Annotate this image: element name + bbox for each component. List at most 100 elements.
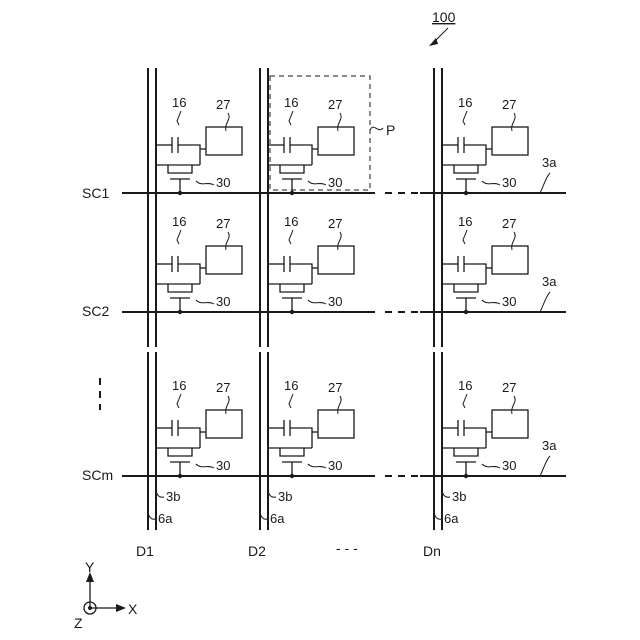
y-axis-label: Y xyxy=(85,559,95,575)
transistor-leader xyxy=(308,464,326,468)
transistor-leader xyxy=(482,300,500,304)
element-27-box xyxy=(492,410,528,438)
axis-indicator: Y X Z xyxy=(74,559,138,631)
element-leader xyxy=(338,113,341,131)
capacitor-right-lead xyxy=(290,145,312,165)
transistor-ref-label: 30 xyxy=(328,294,342,309)
transistor-ref-label: 30 xyxy=(216,458,230,473)
transistor-ref-label: 30 xyxy=(216,294,230,309)
signal-ref-leader-2 xyxy=(442,488,450,497)
element-27-box xyxy=(206,127,242,155)
capacitor-leader xyxy=(177,230,181,244)
element-27-box xyxy=(318,246,354,274)
capacitor-leader xyxy=(463,394,467,408)
capacitor-ref-label: 16 xyxy=(458,378,472,393)
transistor-ref-label: 30 xyxy=(502,458,516,473)
capacitor-ref-label: 16 xyxy=(172,95,186,110)
pixel-cell-0-1: 16 27 30 xyxy=(268,95,354,195)
column-gap-mark: - - - xyxy=(336,540,358,556)
scan-junction-dot xyxy=(464,191,468,195)
scan-junction-dot xyxy=(464,474,468,478)
transistor-ref-label: 30 xyxy=(216,175,230,190)
capacitor-right-lead xyxy=(178,428,200,448)
scan-ref-leader-0 xyxy=(540,173,550,193)
capacitor-ref-label: 16 xyxy=(284,214,298,229)
capacitor-leader xyxy=(463,111,467,125)
element-27-box xyxy=(492,246,528,274)
data-ref-label-2: 6a xyxy=(444,511,459,526)
z-axis-label: Z xyxy=(74,615,83,631)
transistor-ref-label: 30 xyxy=(328,175,342,190)
x-axis-label: X xyxy=(128,601,138,617)
element-leader xyxy=(226,232,229,250)
data-ref-label-0: 6a xyxy=(158,511,173,526)
element-leader xyxy=(512,113,515,131)
element-27-box xyxy=(492,127,528,155)
capacitor-right-lead xyxy=(464,428,486,448)
element-27-box xyxy=(206,410,242,438)
element-ref-label: 27 xyxy=(328,97,342,112)
scan-line-label-m: SCm xyxy=(82,467,113,483)
capacitor-right-lead xyxy=(178,264,200,284)
capacitor-leader xyxy=(177,111,181,125)
data-ref-leader-2 xyxy=(434,510,442,519)
element-leader xyxy=(226,113,229,131)
transistor-leader xyxy=(196,464,214,468)
element-leader xyxy=(338,396,341,414)
transistor-channel xyxy=(454,165,478,173)
scan-junction-dot xyxy=(290,474,294,478)
transistor-ref-label: 30 xyxy=(328,458,342,473)
element-ref-label: 27 xyxy=(502,216,516,231)
scan-ref-label-0: 3a xyxy=(542,155,557,170)
element-leader xyxy=(512,232,515,250)
transistor-channel xyxy=(280,284,304,292)
element-ref-label: 27 xyxy=(216,380,230,395)
pixel-region-label: P xyxy=(386,122,395,138)
signal-ref-leader-0 xyxy=(156,488,164,497)
scan-line-label-1: SC1 xyxy=(82,185,109,201)
signal-ref-label-0: 3b xyxy=(166,489,180,504)
transistor-channel xyxy=(454,448,478,456)
transistor-leader xyxy=(308,181,326,185)
transistor-channel xyxy=(168,448,192,456)
data-ref-leader-1 xyxy=(260,510,268,519)
capacitor-right-lead xyxy=(464,264,486,284)
pixel-cell-0-0: 162730 xyxy=(156,95,242,195)
capacitor-ref-label: 16 xyxy=(172,214,186,229)
scan-junction-dot xyxy=(290,191,294,195)
element-leader xyxy=(338,232,341,250)
scan-ref-leader-2 xyxy=(540,456,550,476)
capacitor-ref-label: 16 xyxy=(284,95,298,110)
scan-junction-dot xyxy=(178,310,182,314)
transistor-leader xyxy=(482,181,500,185)
capacitor-ref-label: 16 xyxy=(458,214,472,229)
capacitor-leader xyxy=(289,394,293,408)
transistor-channel xyxy=(168,165,192,173)
transistor-channel xyxy=(454,284,478,292)
element-leader xyxy=(226,396,229,414)
pixel-region-leader xyxy=(370,127,383,130)
capacitor-leader xyxy=(289,111,293,125)
data-ref-leader-0 xyxy=(148,510,156,519)
element-27-box xyxy=(318,127,354,155)
capacitor-right-lead xyxy=(178,145,200,165)
transistor-channel xyxy=(280,165,304,173)
transistor-leader xyxy=(196,300,214,304)
scan-junction-dot xyxy=(178,191,182,195)
pixel-cell-1-1: 162730 xyxy=(268,214,354,314)
data-line-label-1: D1 xyxy=(136,543,154,559)
data-line-label-n: Dn xyxy=(423,543,441,559)
x-axis-arrowhead xyxy=(116,604,126,612)
signal-ref-leader-1 xyxy=(268,488,276,497)
element-ref-label: 27 xyxy=(216,216,230,231)
capacitor-leader xyxy=(289,230,293,244)
scan-ref-label-2: 3a xyxy=(542,438,557,453)
capacitor-leader xyxy=(463,230,467,244)
pixel-cell-2-1: 162730 xyxy=(268,378,354,478)
pixel-cell-1-0: 16 27 30 xyxy=(156,214,242,314)
transistor-channel xyxy=(280,448,304,456)
scan-junction-dot xyxy=(178,474,182,478)
element-ref-label: 27 xyxy=(502,97,516,112)
figure-ref-label: 100 xyxy=(432,9,456,25)
